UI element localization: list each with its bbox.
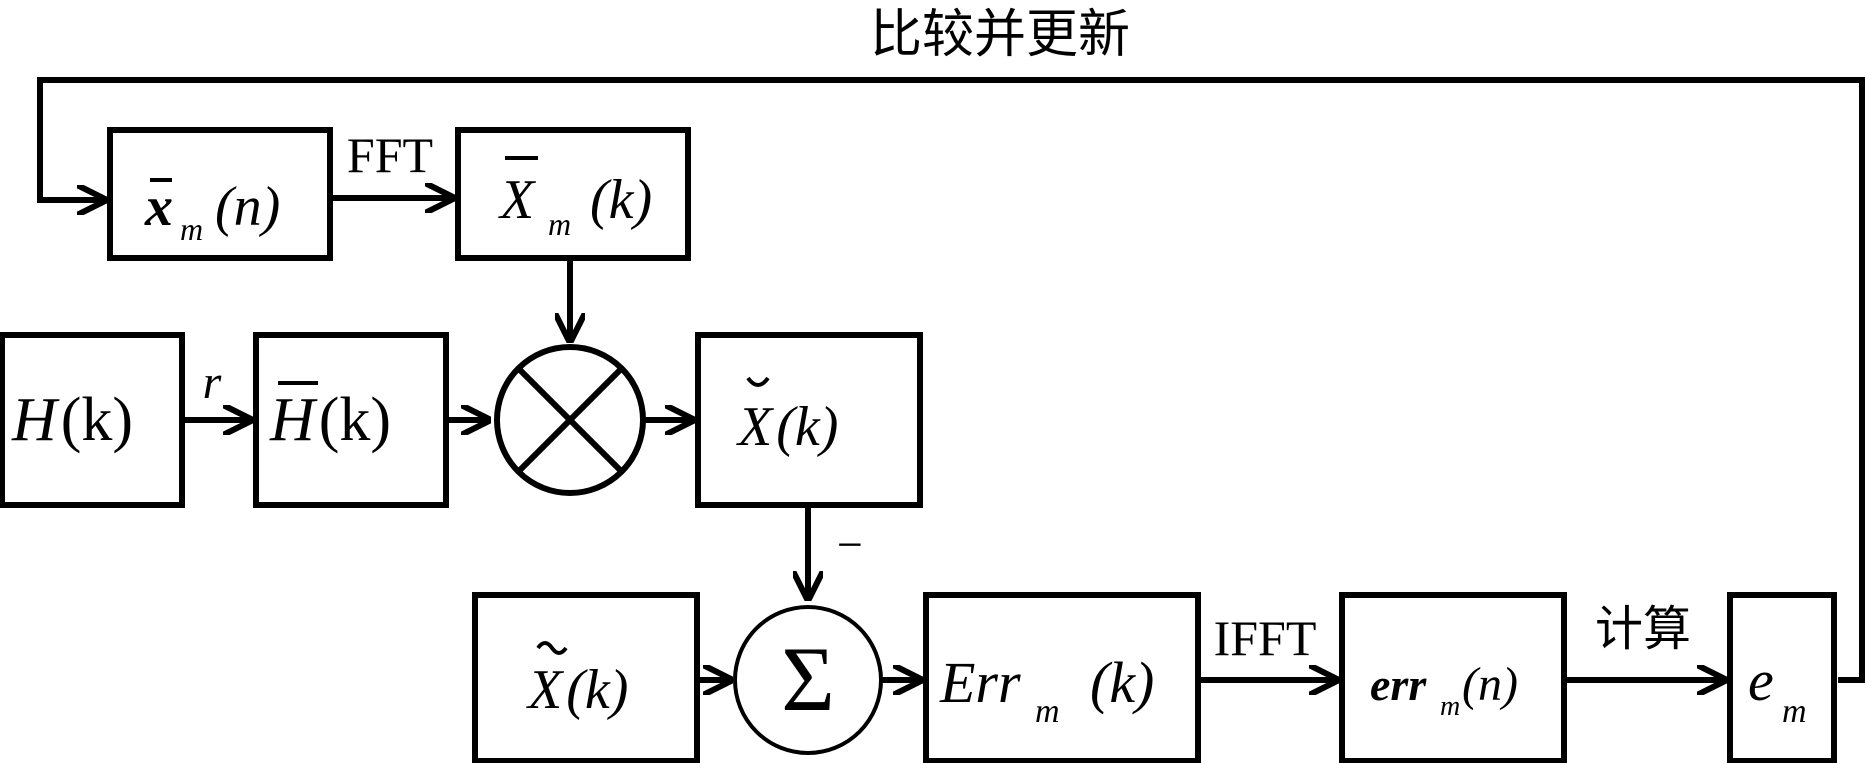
minus-label: − — [837, 519, 863, 570]
feedback-loop-wire — [37, 77, 1865, 683]
svg-text:Err: Err — [939, 650, 1021, 715]
svg-text:X: X — [498, 169, 537, 231]
block-xtilde-k: X(k) — [472, 592, 700, 763]
block-xbreve-k: X(k) — [695, 332, 923, 508]
svg-text:(n): (n) — [215, 176, 280, 238]
block-h-k: H(k) — [0, 332, 185, 508]
svg-text:m: m — [548, 206, 571, 242]
svg-text:err: err — [1370, 659, 1427, 710]
svg-text:Σ: Σ — [781, 628, 835, 730]
svg-text:m: m — [1440, 691, 1460, 722]
block-e-m: e m — [1727, 592, 1837, 763]
svg-text:(k): (k) — [590, 169, 652, 231]
svg-text:m: m — [1782, 693, 1807, 730]
ifft-label: IFFT — [1214, 610, 1317, 666]
sum-node: Σ — [733, 605, 883, 755]
block-xbar-k: X m (k) — [455, 127, 691, 261]
svg-text:X(k): X(k) — [526, 659, 628, 721]
block-err-k: Err m (k) — [923, 592, 1201, 763]
block-xbar-n: x m (n) — [107, 127, 333, 261]
svg-text:X(k): X(k) — [736, 396, 838, 458]
svg-text:x: x — [144, 176, 173, 238]
svg-text:H(k): H(k) — [11, 386, 133, 454]
svg-text:(k): (k) — [1090, 650, 1154, 715]
fft-label: FFT — [347, 127, 433, 183]
feedback-label: 比较并更新 — [870, 5, 1130, 65]
svg-text:e: e — [1748, 648, 1774, 713]
block-err-n: err m (n) — [1339, 592, 1567, 763]
svg-text:m: m — [180, 211, 203, 247]
svg-text:H(k): H(k) — [269, 386, 391, 454]
block-hbar-k: H(k) — [253, 332, 449, 508]
svg-text:(n): (n) — [1462, 658, 1518, 711]
r-label: r — [203, 356, 222, 409]
multiply-node — [494, 344, 646, 496]
compute-label: 计算 — [1595, 601, 1691, 657]
svg-text:m: m — [1035, 693, 1060, 730]
